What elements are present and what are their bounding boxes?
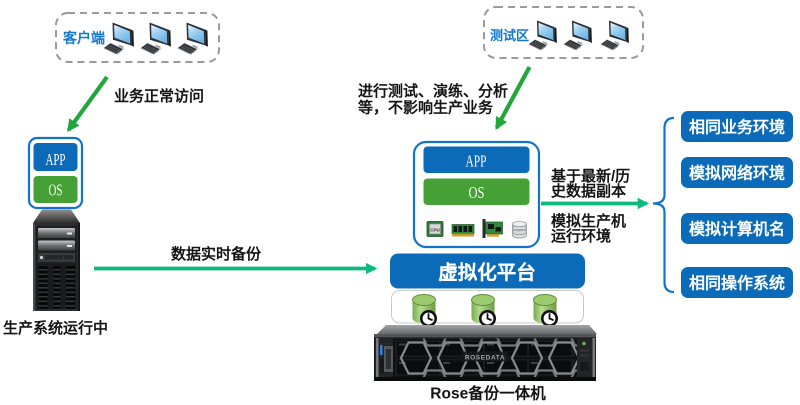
svg-text:测试区: 测试区 — [490, 28, 529, 43]
svg-text:等，不影响生产业务: 等，不影响生产业务 — [358, 99, 494, 117]
svg-text:CPU: CPU — [430, 228, 440, 233]
svg-text:数据实时备份: 数据实时备份 — [171, 245, 262, 263]
svg-text:OS: OS — [469, 183, 485, 202]
svg-text:进行测试、演练、分析: 进行测试、演练、分析 — [358, 82, 508, 100]
svg-text:业务正常访问: 业务正常访问 — [114, 87, 204, 105]
svg-text:虚拟化平台: 虚拟化平台 — [438, 262, 536, 284]
svg-text:OS: OS — [49, 181, 63, 200]
svg-text:相同业务环境: 相同业务环境 — [689, 118, 785, 137]
svg-text:相同操作系统: 相同操作系统 — [689, 274, 785, 293]
svg-text:ROSEDATA: ROSEDATA — [465, 355, 505, 362]
svg-text:模拟网络环境: 模拟网络环境 — [689, 164, 785, 183]
svg-text:生产系统运行中: 生产系统运行中 — [3, 319, 108, 337]
svg-text:史数据副本: 史数据副本 — [551, 182, 626, 200]
svg-text:客户端: 客户端 — [62, 30, 105, 46]
svg-text:APP: APP — [466, 152, 487, 171]
svg-text:模拟计算机名: 模拟计算机名 — [689, 220, 785, 239]
svg-text:Rose备份一体机: Rose备份一体机 — [430, 384, 546, 403]
svg-text:基于最新/历: 基于最新/历 — [550, 167, 630, 185]
svg-text:模拟生产机: 模拟生产机 — [551, 212, 626, 230]
svg-text:APP: APP — [46, 150, 66, 169]
svg-text:运行环境: 运行环境 — [551, 227, 611, 245]
